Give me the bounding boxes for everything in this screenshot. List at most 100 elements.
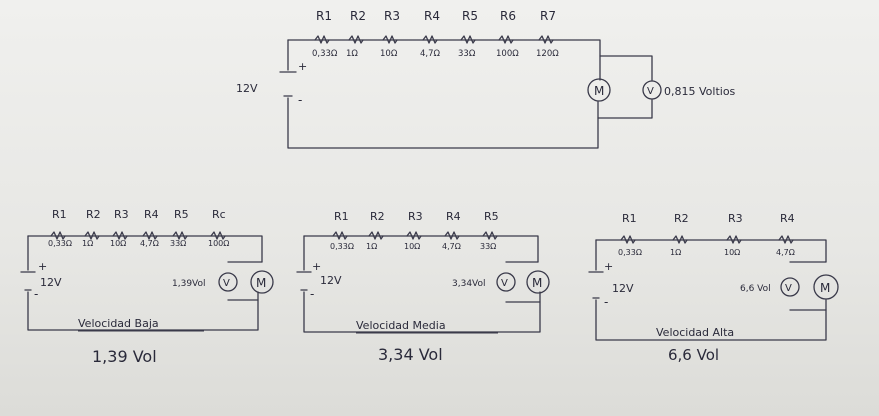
high-resistor-3-value: 10Ω bbox=[724, 248, 740, 257]
mid-result: 3,34 Vol bbox=[378, 345, 443, 364]
mid-resistor-1-value: 0,33Ω bbox=[330, 242, 354, 251]
mid-resistor-4-zigzag bbox=[444, 231, 460, 240]
top-resistor-4-name: R4 bbox=[424, 9, 440, 23]
high-resistor-3-zigzag bbox=[726, 235, 742, 244]
low-resistor-3-value: 10Ω bbox=[110, 239, 126, 248]
high-resistor-4-zigzag bbox=[778, 235, 794, 244]
low-wire-left-lower bbox=[27, 291, 259, 331]
low-resistor-1-name: R1 bbox=[52, 208, 67, 221]
mid-resistor-2-zigzag bbox=[368, 231, 384, 240]
low-resistor-4-name: R4 bbox=[144, 208, 159, 221]
mid-resistor-1-zigzag bbox=[332, 231, 348, 240]
top-battery-label: 12V bbox=[236, 82, 258, 95]
low-battery-minus: - bbox=[34, 287, 38, 301]
top-resistor-1-name: R1 bbox=[316, 9, 332, 23]
top-resistor-5-name: R5 bbox=[462, 9, 478, 23]
top-motor-label: M bbox=[594, 84, 604, 98]
mid-wire-top bbox=[303, 235, 539, 263]
high-resistor-1-zigzag bbox=[620, 235, 636, 244]
top-resistor-2-zigzag bbox=[348, 35, 364, 44]
top-voltmeter-label: V bbox=[647, 86, 654, 97]
top-resistor-7-value: 120Ω bbox=[536, 49, 559, 59]
low-result: 1,39 Vol bbox=[92, 347, 157, 366]
top-battery-plus: + bbox=[298, 60, 307, 73]
high-caption: Velocidad Alta bbox=[656, 326, 734, 339]
mid-resistor-4-value: 4,7Ω bbox=[442, 242, 461, 251]
mid-resistor-2-name: R2 bbox=[370, 210, 385, 223]
low-resistor-5-value: 33Ω bbox=[170, 239, 186, 248]
mid-motor-circle bbox=[526, 270, 550, 294]
top-voltmeter-branch bbox=[597, 55, 653, 119]
high-resistor-4-value: 4,7Ω bbox=[776, 248, 795, 257]
mid-reading: 3,34Vol bbox=[452, 279, 486, 289]
high-resistor-1-value: 0,33Ω bbox=[618, 248, 642, 257]
mid-resistor-3-zigzag bbox=[406, 231, 422, 240]
low-resistor-2-zigzag bbox=[84, 231, 100, 240]
low-resistor-6-value: 100Ω bbox=[208, 239, 229, 248]
mid-resistor-1-name: R1 bbox=[334, 210, 349, 223]
top-resistor-3-zigzag bbox=[382, 35, 398, 44]
high-resistor-4-name: R4 bbox=[780, 212, 795, 225]
mid-resistor-2-value: 1Ω bbox=[366, 242, 377, 251]
mid-resistor-4-name: R4 bbox=[446, 210, 461, 223]
high-motor-label: M bbox=[820, 281, 830, 295]
low-reading: 1,39Vol bbox=[172, 279, 206, 289]
top-resistor-5-value: 33Ω bbox=[458, 49, 476, 59]
top-resistor-6-zigzag bbox=[498, 35, 514, 44]
high-resistor-1-name: R1 bbox=[622, 212, 637, 225]
low-resistor-3-name: R3 bbox=[114, 208, 129, 221]
low-resistor-5-zigzag bbox=[172, 231, 188, 240]
low-voltmeter-branch bbox=[227, 261, 263, 301]
top-resistor-3-value: 10Ω bbox=[380, 49, 398, 59]
high-battery-label: 12V bbox=[612, 282, 634, 295]
top-resistor-7-name: R7 bbox=[540, 9, 556, 23]
low-voltmeter-label: V bbox=[223, 278, 230, 289]
low-resistor-4-zigzag bbox=[142, 231, 158, 240]
low-resistor-2-value: 1Ω bbox=[82, 239, 93, 248]
high-resistor-3-name: R3 bbox=[728, 212, 743, 225]
low-resistor-group: R1 0,33Ω R2 1Ω R3 10Ω R4 4,7Ω R5 33Ω Rc 100Ω bbox=[48, 208, 229, 248]
high-battery-plus: + bbox=[604, 260, 613, 273]
top-resistor-2-name: R2 bbox=[350, 9, 366, 23]
low-battery-label: 12V bbox=[40, 276, 62, 289]
top-resistor-6-value: 100Ω bbox=[496, 49, 519, 59]
high-voltmeter-label: V bbox=[785, 283, 792, 294]
low-resistor-5-name: R5 bbox=[174, 208, 189, 221]
mid-battery-minus: - bbox=[310, 287, 314, 301]
low-resistor-6-zigzag bbox=[210, 231, 226, 240]
mid-battery-label: 12V bbox=[320, 274, 342, 287]
high-voltmeter-branch bbox=[789, 261, 827, 311]
low-motor-label: M bbox=[256, 276, 266, 290]
mid-resistor-3-value: 10Ω bbox=[404, 242, 420, 251]
high-battery-minus: - bbox=[604, 295, 608, 309]
top-resistor-1-value: 0,33Ω bbox=[312, 49, 338, 59]
top-resistor-2-value: 1Ω bbox=[346, 49, 358, 59]
top-battery-minus: - bbox=[298, 93, 302, 107]
top-resistor-4-value: 4,7Ω bbox=[420, 49, 441, 59]
low-resistor-1-value: 0,33Ω bbox=[48, 239, 72, 248]
top-resistor-7-zigzag bbox=[538, 35, 554, 44]
mid-resistor-group: R1 0,33Ω R2 1Ω R3 10Ω R4 4,7Ω R5 33Ω bbox=[330, 210, 499, 251]
mid-resistor-3-name: R3 bbox=[408, 210, 423, 223]
top-resistor-5-zigzag bbox=[460, 35, 476, 44]
low-resistor-1-zigzag bbox=[50, 231, 66, 240]
low-resistor-4-value: 4,7Ω bbox=[140, 239, 159, 248]
mid-voltmeter-circle bbox=[496, 272, 516, 292]
high-resistor-2-zigzag bbox=[672, 235, 688, 244]
mid-battery-plus: + bbox=[312, 260, 321, 273]
mid-resistor-5-value: 33Ω bbox=[480, 242, 496, 251]
top-resistor-1-zigzag bbox=[314, 35, 330, 44]
low-resistor-2-name: R2 bbox=[86, 208, 101, 221]
high-reading: 6,6 Vol bbox=[740, 284, 771, 294]
mid-resistor-5-name: R5 bbox=[484, 210, 499, 223]
top-wire-left-lower bbox=[287, 97, 599, 149]
low-resistor-6-name: Rc bbox=[212, 208, 226, 221]
mid-motor-label: M bbox=[532, 276, 542, 290]
mid-caption: Velocidad Media bbox=[356, 319, 446, 332]
top-motor-circle bbox=[587, 78, 611, 102]
